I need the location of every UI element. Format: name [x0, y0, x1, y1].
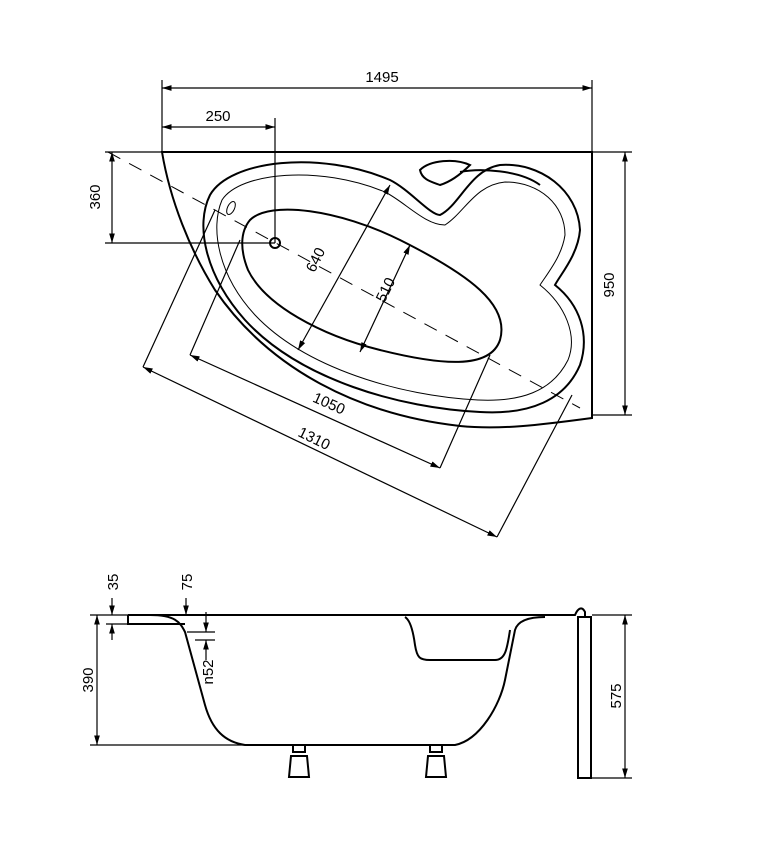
dim-n52-label: n52	[200, 659, 217, 684]
dim-950-label: 950	[601, 272, 618, 297]
dim-360-label: 360	[87, 184, 104, 209]
dim-575-label: 575	[608, 683, 625, 708]
side-panel	[577, 616, 592, 779]
headrest	[418, 159, 541, 187]
overflow-icon	[226, 200, 236, 216]
dim-510-label: 510	[373, 275, 399, 305]
dim-35-label: 35	[105, 574, 122, 591]
basin-outline	[241, 208, 503, 363]
foot-right	[424, 745, 448, 778]
dim-line-640	[297, 184, 391, 351]
rim-inner-outline	[216, 174, 572, 401]
side-extension-lines	[90, 614, 632, 779]
extension-lines	[105, 80, 632, 538]
dim-1495-label: 1495	[365, 69, 398, 86]
dim-640-label: 640	[303, 245, 329, 275]
side-view: 35 75 n52 390 575	[80, 574, 632, 779]
tub-profile	[149, 614, 546, 746]
foot-left	[287, 745, 311, 778]
top-view: 1495 250 360 950 1050 1310 640 510 0	[87, 69, 632, 538]
rim-top	[127, 607, 586, 625]
dim-390-label: 390	[80, 667, 97, 692]
dim-75-label: 75	[179, 574, 196, 591]
dim-line-510	[359, 244, 411, 353]
dim-250-label: 250	[205, 108, 230, 125]
center-axis	[107, 151, 581, 409]
dim-line-1310	[142, 366, 498, 538]
